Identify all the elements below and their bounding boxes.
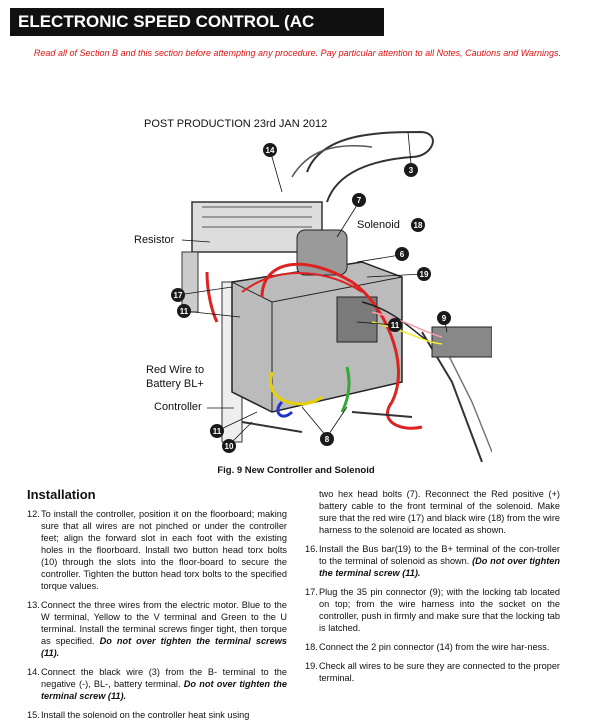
- red-wire-label-line2: Battery BL+: [146, 378, 204, 390]
- figure-controller-solenoid: 14 3 7 18 6 19 17 11 9 11 11 8 10 POST P…: [122, 112, 493, 463]
- svg-text:7: 7: [357, 196, 362, 205]
- callout-11b: 11: [388, 318, 402, 332]
- callout-10: 10: [222, 439, 236, 453]
- step-16: 16. Install the Bus bar(19) to the B+ te…: [305, 544, 560, 578]
- resistor-label: Resistor: [134, 234, 175, 246]
- instructions-left-column: 12. To install the controller, position …: [27, 508, 287, 728]
- callout-8: 8: [320, 432, 334, 446]
- step-13: 13. Connect the three wires from the ele…: [27, 600, 287, 658]
- svg-text:19: 19: [420, 270, 429, 279]
- callout-6: 6: [395, 247, 409, 261]
- callout-11c: 11: [210, 424, 224, 438]
- red-wire-label-line1: Red Wire to: [146, 364, 205, 376]
- svg-text:11: 11: [391, 321, 400, 330]
- step-15: 15. Install the solenoid on the controll…: [27, 710, 250, 720]
- svg-text:9: 9: [442, 314, 447, 323]
- callout-3: 3: [404, 163, 418, 177]
- svg-text:11: 11: [180, 307, 189, 316]
- callout-7: 7: [352, 193, 366, 207]
- svg-text:11: 11: [213, 427, 222, 436]
- solenoid-label: Solenoid: [357, 219, 400, 231]
- step-14: 14. Connect the black wire (3) from the …: [27, 667, 287, 701]
- callout-14: 14: [263, 143, 277, 157]
- callout-9: 9: [437, 311, 451, 325]
- svg-text:14: 14: [266, 146, 275, 155]
- step-18: 18. Connect the 2 pin connector (14) fro…: [305, 642, 550, 652]
- controller-label: Controller: [154, 401, 202, 413]
- post-production-label: POST PRODUCTION 23rd JAN 2012: [144, 118, 328, 130]
- instructions-right-column: two hex head bolts (7). Reconnect the Re…: [305, 488, 560, 691]
- callout-18: 18: [411, 218, 425, 232]
- section-title-bar: ELECTRONIC SPEED CONTROL (AC MOTOR): [10, 8, 384, 59]
- svg-text:17: 17: [174, 291, 183, 300]
- step-12: 12. To install the controller, position …: [27, 509, 287, 591]
- svg-text:10: 10: [225, 442, 234, 451]
- svg-text:3: 3: [409, 166, 414, 175]
- step-19: 19. Check all wires to be sure they are …: [305, 661, 560, 683]
- svg-text:18: 18: [414, 221, 423, 230]
- installation-heading: Installation: [27, 487, 96, 502]
- step-15-continuation: two hex head bolts (7). Reconnect the Re…: [319, 489, 561, 535]
- callout-11a: 11: [177, 304, 191, 318]
- wiring-diagram: 14 3 7 18 6 19 17 11 9 11 11 8 10: [171, 130, 493, 463]
- svg-text:8: 8: [325, 435, 330, 444]
- step-17: 17. Plug the 35 pin connector (9); with …: [305, 587, 560, 633]
- svg-text:6: 6: [400, 250, 405, 259]
- callout-19: 19: [417, 267, 431, 281]
- figure-caption: Fig. 9 New Controller and Solenoid: [217, 465, 375, 476]
- callout-17: 17: [171, 288, 185, 302]
- safety-notice: Read all of Section B and this section b…: [33, 48, 562, 58]
